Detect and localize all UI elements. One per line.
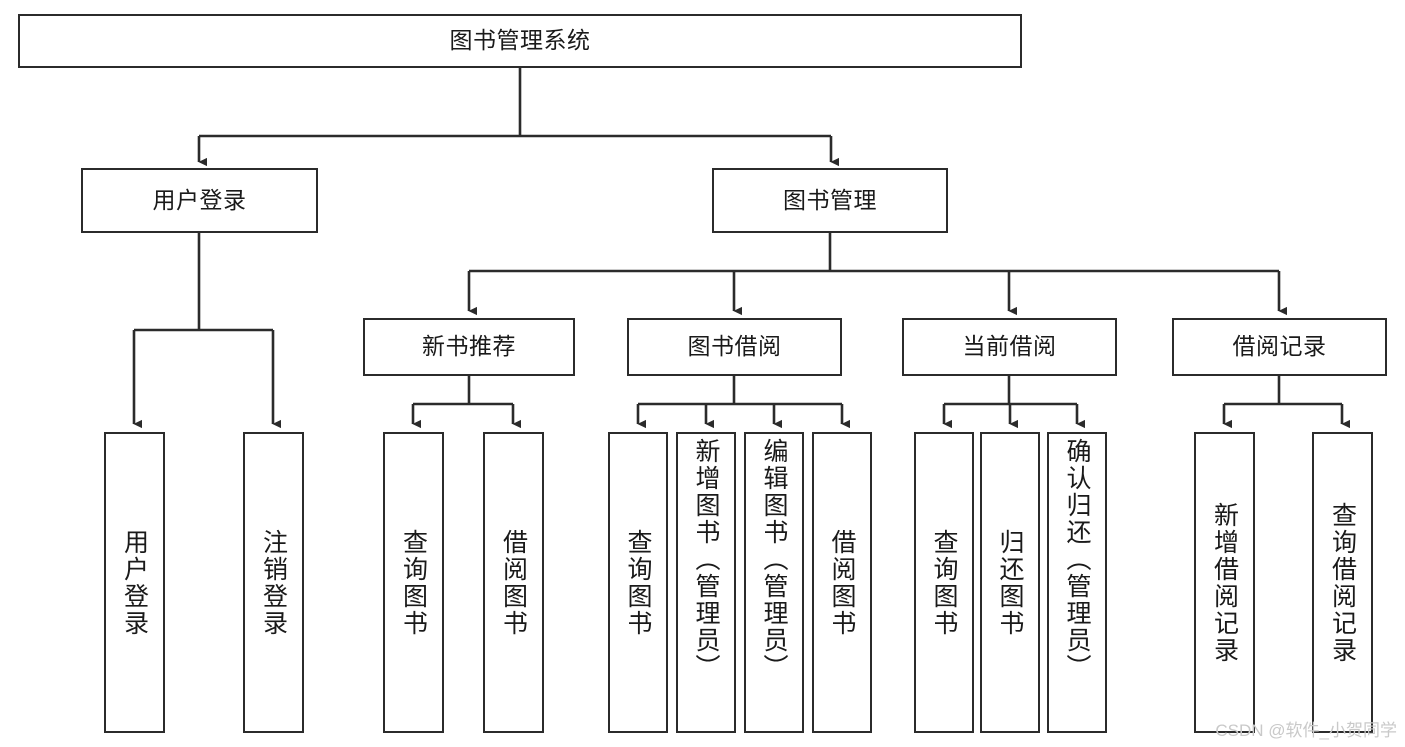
node-label: 当前借阅 <box>962 333 1057 360</box>
leaf-user-login[interactable]: 用户登录 <box>104 432 165 733</box>
node-label: 新增借阅记录 <box>1210 501 1239 664</box>
node-label: 借阅记录 <box>1232 333 1327 360</box>
node-label: 新增图书（管理员） <box>692 438 720 681</box>
leaf-query-book-recommend[interactable]: 查询图书 <box>383 432 444 733</box>
leaf-return-book[interactable]: 归还图书 <box>980 432 1040 733</box>
node-new-book-recommend[interactable]: 新书推荐 <box>363 318 575 376</box>
node-label: 借阅图书 <box>499 528 528 637</box>
node-book-borrow[interactable]: 图书借阅 <box>627 318 842 376</box>
node-label: 借阅图书 <box>828 528 856 637</box>
node-label: 编辑图书（管理员） <box>760 438 788 681</box>
node-label: 查询图书 <box>930 528 958 637</box>
leaf-query-book-borrow[interactable]: 查询图书 <box>608 432 668 733</box>
node-label: 查询图书 <box>624 528 652 637</box>
node-label: 图书管理 <box>783 186 877 213</box>
node-label: 图书借阅 <box>687 333 782 360</box>
leaf-query-borrow-record[interactable]: 查询借阅记录 <box>1312 432 1373 733</box>
leaf-logout[interactable]: 注销登录 <box>243 432 304 733</box>
csdn-watermark: CSDN @软件_小贺同学 <box>1215 721 1397 740</box>
leaf-borrow-book-recommend[interactable]: 借阅图书 <box>483 432 544 733</box>
node-borrow-record[interactable]: 借阅记录 <box>1172 318 1387 376</box>
leaf-add-book-admin[interactable]: 新增图书（管理员） <box>676 432 736 733</box>
leaf-add-borrow-record[interactable]: 新增借阅记录 <box>1194 432 1255 733</box>
leaf-edit-book-admin[interactable]: 编辑图书（管理员） <box>744 432 804 733</box>
node-label: 归还图书 <box>996 528 1024 637</box>
node-label: 查询借阅记录 <box>1328 501 1357 664</box>
leaf-borrow-book[interactable]: 借阅图书 <box>812 432 872 733</box>
node-book-management[interactable]: 图书管理 <box>712 168 948 233</box>
leaf-confirm-return-admin[interactable]: 确认归还（管理员） <box>1047 432 1107 733</box>
node-user-login[interactable]: 用户登录 <box>81 168 318 233</box>
node-label: 确认归还（管理员） <box>1063 438 1091 681</box>
leaf-query-book-current[interactable]: 查询图书 <box>914 432 974 733</box>
node-root-system[interactable]: 图书管理系统 <box>18 14 1022 68</box>
node-label: 注销登录 <box>259 528 288 637</box>
node-label: 用户登录 <box>120 528 149 637</box>
node-label: 用户登录 <box>152 186 247 213</box>
node-label: 图书管理系统 <box>449 27 591 54</box>
node-label: 查询图书 <box>399 528 428 637</box>
node-label: 新书推荐 <box>422 333 516 360</box>
node-current-borrow[interactable]: 当前借阅 <box>902 318 1117 376</box>
